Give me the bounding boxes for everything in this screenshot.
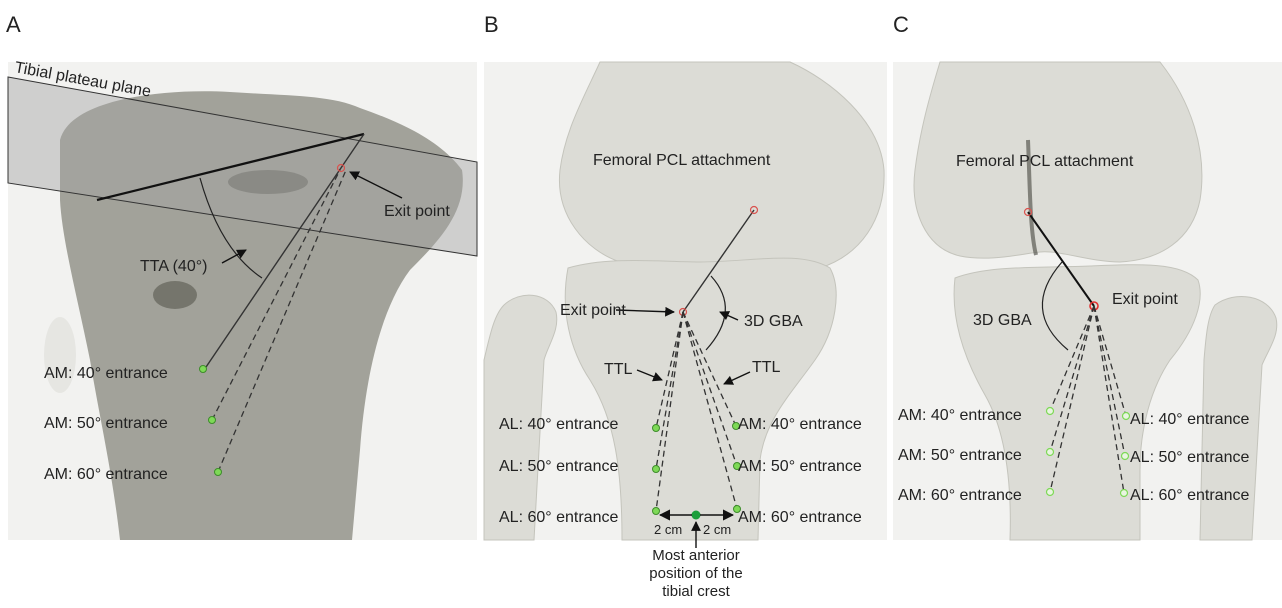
entrance-label: AL: 40° entrance bbox=[1130, 411, 1249, 428]
entrance-label: AM: 50° entrance bbox=[898, 447, 1022, 464]
ttl-label-right: TTL bbox=[752, 359, 781, 376]
entrance-label: AM: 40° entrance bbox=[738, 416, 862, 433]
gba-label: 3D GBA bbox=[744, 313, 803, 330]
entrance-marker bbox=[200, 366, 207, 373]
entrance-label: AL: 50° entrance bbox=[499, 458, 618, 475]
entrance-label: AM: 50° entrance bbox=[44, 415, 168, 432]
entrance-marker bbox=[1047, 408, 1054, 415]
entrance-marker bbox=[1121, 490, 1128, 497]
entrance-label: AL: 60° entrance bbox=[499, 509, 618, 526]
entrance-label: AM: 60° entrance bbox=[898, 487, 1022, 504]
femoral-pcl-label: Femoral PCL attachment bbox=[593, 152, 771, 169]
entrance-label: AM: 60° entrance bbox=[738, 509, 862, 526]
crest-note-line: Most anterior bbox=[652, 547, 740, 564]
panel-a: A Tibial plateau plane Exit point TTA (4… bbox=[6, 12, 477, 540]
entrance-marker bbox=[215, 469, 222, 476]
entrance-label: AL: 50° entrance bbox=[1130, 449, 1249, 466]
gba-label: 3D GBA bbox=[973, 312, 1032, 329]
entrance-marker bbox=[209, 417, 216, 424]
entrance-label: AM: 40° entrance bbox=[44, 365, 168, 382]
panel-b-letter: B bbox=[484, 12, 499, 37]
crest-note-line: position of the bbox=[649, 565, 742, 582]
tta-label: TTA (40°) bbox=[140, 258, 207, 275]
distance-label-right: 2 cm bbox=[703, 522, 731, 537]
exit-point-label: Exit point bbox=[1112, 291, 1178, 308]
entrance-label: AM: 40° entrance bbox=[898, 407, 1022, 424]
entrance-label: AM: 60° entrance bbox=[44, 466, 168, 483]
tibial-crest-marker bbox=[692, 511, 701, 520]
panel-c-letter: C bbox=[893, 12, 909, 37]
entrance-marker bbox=[1123, 413, 1130, 420]
panel-b: B bbox=[484, 12, 887, 600]
exit-point-label: Exit point bbox=[384, 203, 450, 220]
entrance-marker bbox=[653, 425, 660, 432]
tibia-lesion-shadow bbox=[153, 281, 197, 309]
entrance-label: AL: 60° entrance bbox=[1130, 487, 1249, 504]
entrance-label: AL: 40° entrance bbox=[499, 416, 618, 433]
ttl-label-left: TTL bbox=[604, 361, 633, 378]
entrance-marker bbox=[1047, 489, 1054, 496]
panel-a-letter: A bbox=[6, 12, 21, 37]
entrance-marker bbox=[1122, 453, 1129, 460]
entrance-marker bbox=[653, 508, 660, 515]
femoral-pcl-label: Femoral PCL attachment bbox=[956, 153, 1134, 170]
distance-label-left: 2 cm bbox=[654, 522, 682, 537]
panel-c: C Femoral PCL attachment Exit point 3D bbox=[893, 12, 1282, 540]
exit-point-label: Exit point bbox=[560, 302, 626, 319]
entrance-marker bbox=[1047, 449, 1054, 456]
crest-note-line: tibial crest bbox=[662, 583, 730, 600]
entrance-label: AM: 50° entrance bbox=[738, 458, 862, 475]
entrance-marker bbox=[653, 466, 660, 473]
